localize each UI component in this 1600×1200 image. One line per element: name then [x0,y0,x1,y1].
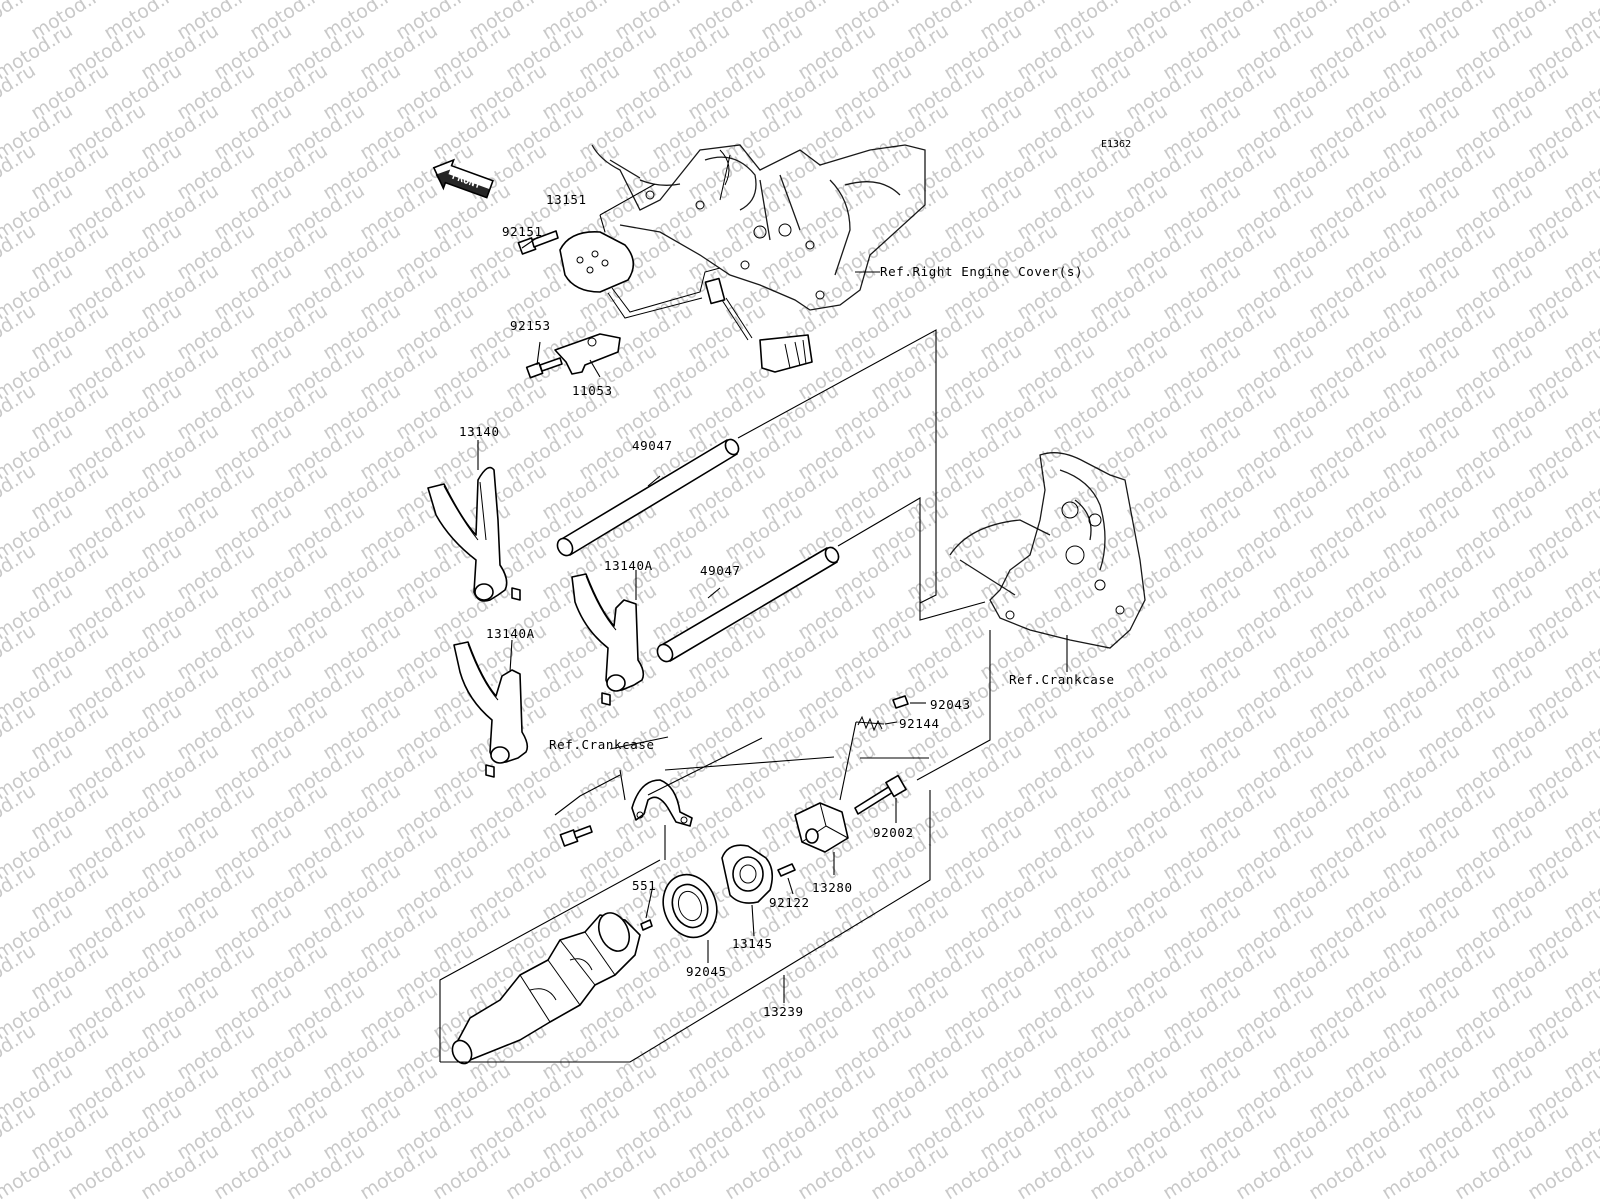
label-13140: 13140 [459,424,500,439]
label-13140A-upper: 13140A [604,558,653,573]
label-13239: 13239 [763,1004,804,1019]
part-13140A-shift-fork-upper [571,573,645,706]
holder-bolt [559,825,593,847]
part-11053-bracket [554,333,621,375]
part-92144-spring [855,715,885,732]
label-551: 551 [632,878,656,893]
part-92043-pin [892,695,909,709]
right-engine-cover [591,144,926,311]
part-551-pin [640,919,653,931]
part-92122-pin [777,863,796,877]
label-92153: 92153 [510,318,551,333]
label-13140A-lower: 13140A [486,626,535,641]
part-13145-plate [721,844,774,904]
diagram-code: E1362 [1101,139,1131,150]
shift-drum-holder [631,779,693,827]
label-13280: 13280 [812,880,853,895]
part-13140A-shift-fork-lower [453,641,529,778]
part-labels: 13151 92151 92153 11053 Ref.Right Engine… [459,192,1115,1019]
label-13151: 13151 [546,192,587,207]
part-13280-cam [794,802,849,853]
label-92122: 92122 [769,895,810,910]
part-92002-bolt [854,774,907,815]
label-49047-upper: 49047 [632,438,673,453]
label-92151: 92151 [502,224,543,239]
part-13151-sensor [559,231,813,373]
label-92144: 92144 [899,716,940,731]
part-49047-shaft-lower [656,546,840,663]
part-13140-shift-fork [427,466,521,602]
part-92045-bearing [662,873,718,939]
label-92043: 92043 [930,697,971,712]
label-13145: 13145 [732,936,773,951]
label-92045: 92045 [686,964,727,979]
label-ref-crankcase-right: Ref.Crankcase [1009,672,1115,687]
label-92002: 92002 [873,825,914,840]
part-49047-shaft-upper [556,438,740,557]
label-49047-lower: 49047 [700,563,741,578]
label-ref-right-engine-cover: Ref.Right Engine Cover(s) [880,264,1083,279]
crankcase-section [949,452,1146,649]
label-11053: 11053 [572,383,613,398]
front-arrow-icon: FRONT [432,158,494,199]
part-92153-bolt [525,357,563,379]
part-13239-shift-drum [451,912,641,1065]
label-ref-crankcase-left: Ref.Crankcase [549,737,655,752]
leader-lines [439,183,1068,1063]
